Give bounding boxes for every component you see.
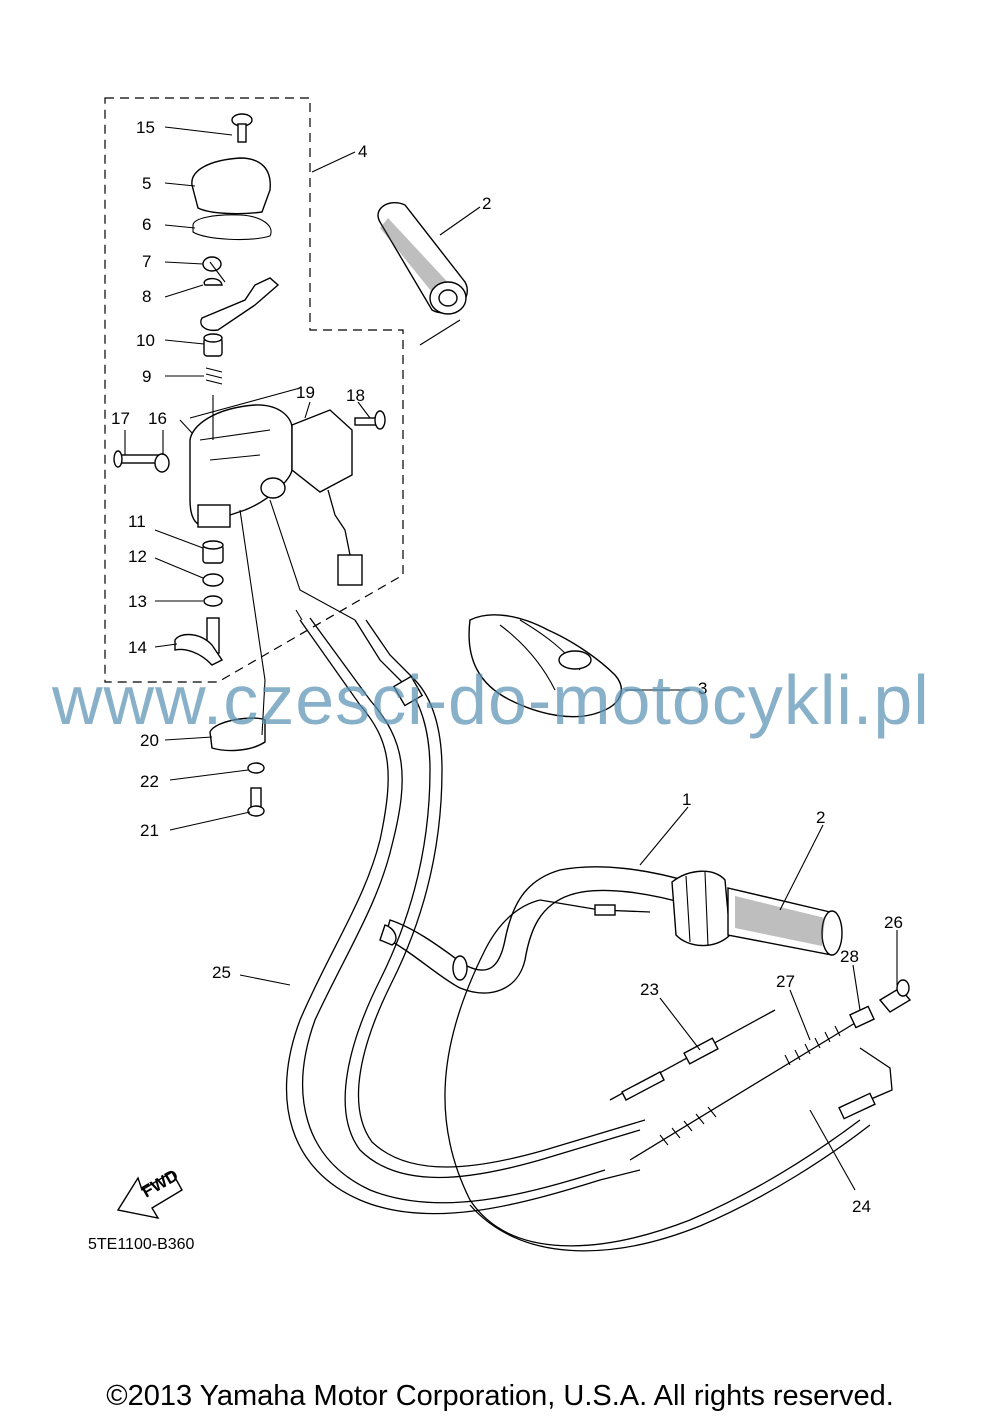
callout-3: 3 bbox=[698, 679, 707, 698]
cable-24-end bbox=[838, 1047, 893, 1120]
fwd-arrow: FWD bbox=[116, 1166, 183, 1219]
callout-5: 5 bbox=[142, 174, 151, 193]
screw-18 bbox=[354, 410, 386, 430]
callout-11: 11 bbox=[128, 512, 146, 531]
cable-24 bbox=[444, 899, 871, 1252]
left-grip bbox=[377, 202, 468, 315]
bolt-17 bbox=[113, 450, 161, 468]
callout-14: 14 bbox=[128, 638, 147, 657]
callout-1: 1 bbox=[682, 790, 691, 809]
switch-cover-5 bbox=[191, 157, 271, 215]
callout-23: 23 bbox=[640, 980, 659, 999]
right-grip bbox=[727, 887, 843, 956]
clamp-20 bbox=[209, 717, 266, 752]
cable-25 bbox=[285, 609, 641, 1215]
copyright-notice: ©2013 Yamaha Motor Corporation, U.S.A. A… bbox=[106, 1380, 894, 1412]
callout-16: 16 bbox=[148, 409, 167, 428]
callout-10: 10 bbox=[136, 331, 155, 350]
callout-9: 9 bbox=[142, 367, 151, 386]
alignment-lines bbox=[189, 319, 461, 736]
switch-body-16 bbox=[189, 404, 293, 528]
callout-25: 25 bbox=[212, 963, 231, 982]
callout-19: 19 bbox=[296, 383, 315, 402]
bushing-11 bbox=[202, 540, 224, 564]
collar-10 bbox=[203, 333, 223, 357]
lever-8 bbox=[200, 277, 280, 332]
cable-23 bbox=[609, 1009, 776, 1101]
callout-26: 26 bbox=[884, 913, 903, 932]
callout-6: 6 bbox=[142, 215, 151, 234]
lever-14 bbox=[174, 617, 224, 666]
drawing-code: 5TE1100-B360 bbox=[88, 1236, 195, 1253]
screw-15 bbox=[231, 113, 253, 143]
callout-12: 12 bbox=[128, 547, 147, 566]
handlebar bbox=[379, 866, 691, 994]
watermark-text: www.czesci-do-motocykli.pl bbox=[52, 661, 930, 739]
washer-12 bbox=[202, 573, 224, 587]
callout-17: 17 bbox=[111, 409, 130, 428]
callout-22: 22 bbox=[140, 772, 159, 791]
handlebar-cover bbox=[468, 614, 622, 718]
nut-16 bbox=[154, 453, 170, 473]
callout-18: 18 bbox=[346, 386, 365, 405]
callout-15: 15 bbox=[136, 118, 155, 137]
callout-2-upper: 2 bbox=[482, 194, 491, 213]
callout-labels: 15 5 6 7 8 10 9 17 16 19 18 11 12 13 14 … bbox=[111, 118, 903, 1216]
spring-9 bbox=[205, 367, 223, 385]
starter-switch-19 bbox=[291, 409, 363, 586]
connector-28 bbox=[849, 1005, 875, 1029]
callout-8: 8 bbox=[142, 287, 151, 306]
adjuster-26 bbox=[878, 979, 912, 1013]
leader-lines bbox=[124, 126, 898, 1191]
spring-27 bbox=[629, 1019, 861, 1161]
gasket-6 bbox=[192, 214, 272, 240]
throttle-housing bbox=[671, 870, 731, 947]
callout-13: 13 bbox=[128, 592, 147, 611]
callout-20: 20 bbox=[140, 731, 159, 750]
callout-4: 4 bbox=[358, 142, 367, 161]
callout-21: 21 bbox=[140, 821, 159, 840]
callout-7: 7 bbox=[142, 252, 151, 271]
callout-2-lower: 2 bbox=[816, 808, 825, 827]
callout-27: 27 bbox=[776, 972, 795, 991]
callout-28: 28 bbox=[840, 947, 859, 966]
washer-22 bbox=[247, 762, 265, 774]
assembly-boundary bbox=[104, 97, 404, 683]
washer-13 bbox=[203, 595, 223, 607]
cable-throttle bbox=[344, 619, 646, 1179]
callout-24: 24 bbox=[852, 1197, 871, 1216]
screw-21 bbox=[247, 787, 265, 817]
